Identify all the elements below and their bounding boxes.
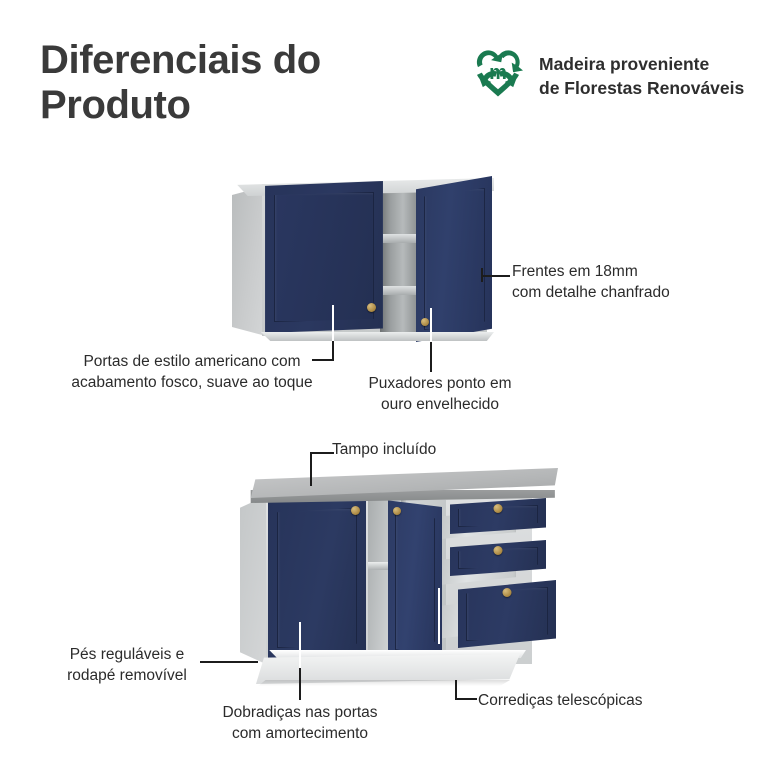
callout-frentes-18mm: Frentes em 18mm com detalhe chanfrado (512, 263, 670, 301)
callout-tampo-incluido: Tampo incluído (332, 441, 437, 458)
upper-interior-shelf (380, 286, 417, 295)
gold-knob-icon (421, 318, 429, 326)
upper-interior-shelf (380, 234, 417, 243)
gold-knob-icon (493, 504, 503, 513)
gold-knob-icon (367, 303, 376, 312)
leader-line-tampo-vertical (310, 452, 312, 486)
gold-knob-icon (502, 588, 512, 597)
lower-cabinet-base-edge (269, 650, 526, 658)
leader-line-pes (200, 661, 258, 663)
upper-cabinet-side-panel (232, 186, 266, 336)
gold-knob-icon (393, 507, 401, 515)
upper-cabinet-bottom-edge (260, 332, 494, 341)
gold-knob-icon (493, 546, 503, 555)
shaker-panel-bevel (277, 508, 357, 648)
plinth-shadow (258, 680, 510, 686)
lower-door-right-open (388, 500, 442, 663)
shaker-panel-bevel (274, 192, 374, 322)
callout-pes-reguláveis: Pés reguláveis e rodapé removível (67, 646, 187, 684)
callout-puxadores: Puxadores ponto em ouro envelhecido (368, 375, 512, 413)
drawer-front-bottom (458, 580, 556, 648)
lower-cabinet-side-panel (240, 494, 270, 666)
leader-line-portas-lower (332, 338, 334, 360)
eco-badge-text: Madeira proveniente de Florestas Renováv… (539, 54, 745, 98)
lower-door-left-closed (268, 496, 366, 660)
callout-corredicas: Corrediças telescópicas (478, 692, 643, 709)
toe-kick-plinth (256, 654, 520, 684)
shaker-panel-bevel (395, 512, 435, 650)
leader-line-frentes (482, 275, 510, 277)
leader-line-dobradicas-upper (299, 622, 301, 668)
leader-line-puxadores-upper (430, 308, 432, 342)
upper-wall-cabinet-illustration (232, 176, 504, 342)
upper-door-right-open (416, 176, 492, 342)
leader-line-portas-elbow (312, 359, 334, 361)
leader-line-portas-upper (332, 305, 334, 341)
leader-line-corredicas-vertical (455, 680, 457, 699)
gold-knob-icon (351, 506, 360, 515)
callout-portas-americano: Portas de estilo americano com acabament… (71, 353, 313, 391)
page-title: Diferenciais do Produto (40, 38, 321, 127)
recycle-heart-icon: m (470, 48, 526, 105)
callout-dobradicas: Dobradiças nas portas com amortecimento (222, 704, 378, 742)
lower-base-cabinet-illustration (240, 468, 565, 690)
leader-line-dobradicas-lower (299, 666, 301, 700)
svg-text:m: m (489, 62, 507, 84)
drawer-front-top (450, 498, 546, 534)
leader-line-frentes-tick (481, 268, 483, 282)
leader-line-tampo-elbow (310, 452, 334, 454)
leader-line-corredicas-elbow (455, 698, 477, 700)
leader-line-corredicas-upper (438, 588, 440, 644)
upper-door-left-closed (265, 181, 383, 333)
leader-line-puxadores-lower (430, 340, 432, 372)
eco-certification-badge: m Madeira proveniente de Florestas Renov… (470, 48, 744, 105)
shaker-panel-bevel (424, 188, 485, 330)
upper-cabinet-interior (380, 190, 417, 332)
